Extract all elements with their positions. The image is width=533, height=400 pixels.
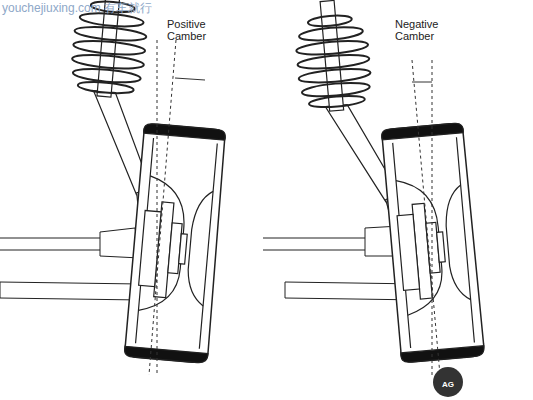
logo-badge bbox=[433, 367, 463, 397]
watermark: youchejiuxing.com 有车就行 bbox=[2, 2, 262, 15]
diagram-label: Negative Camber bbox=[395, 18, 455, 42]
logo-text: AG bbox=[436, 381, 460, 390]
positive-camber-assembly bbox=[0, 0, 239, 375]
diagram-label: Positive Camber bbox=[167, 18, 227, 42]
negative-camber-assembly bbox=[263, 0, 485, 375]
